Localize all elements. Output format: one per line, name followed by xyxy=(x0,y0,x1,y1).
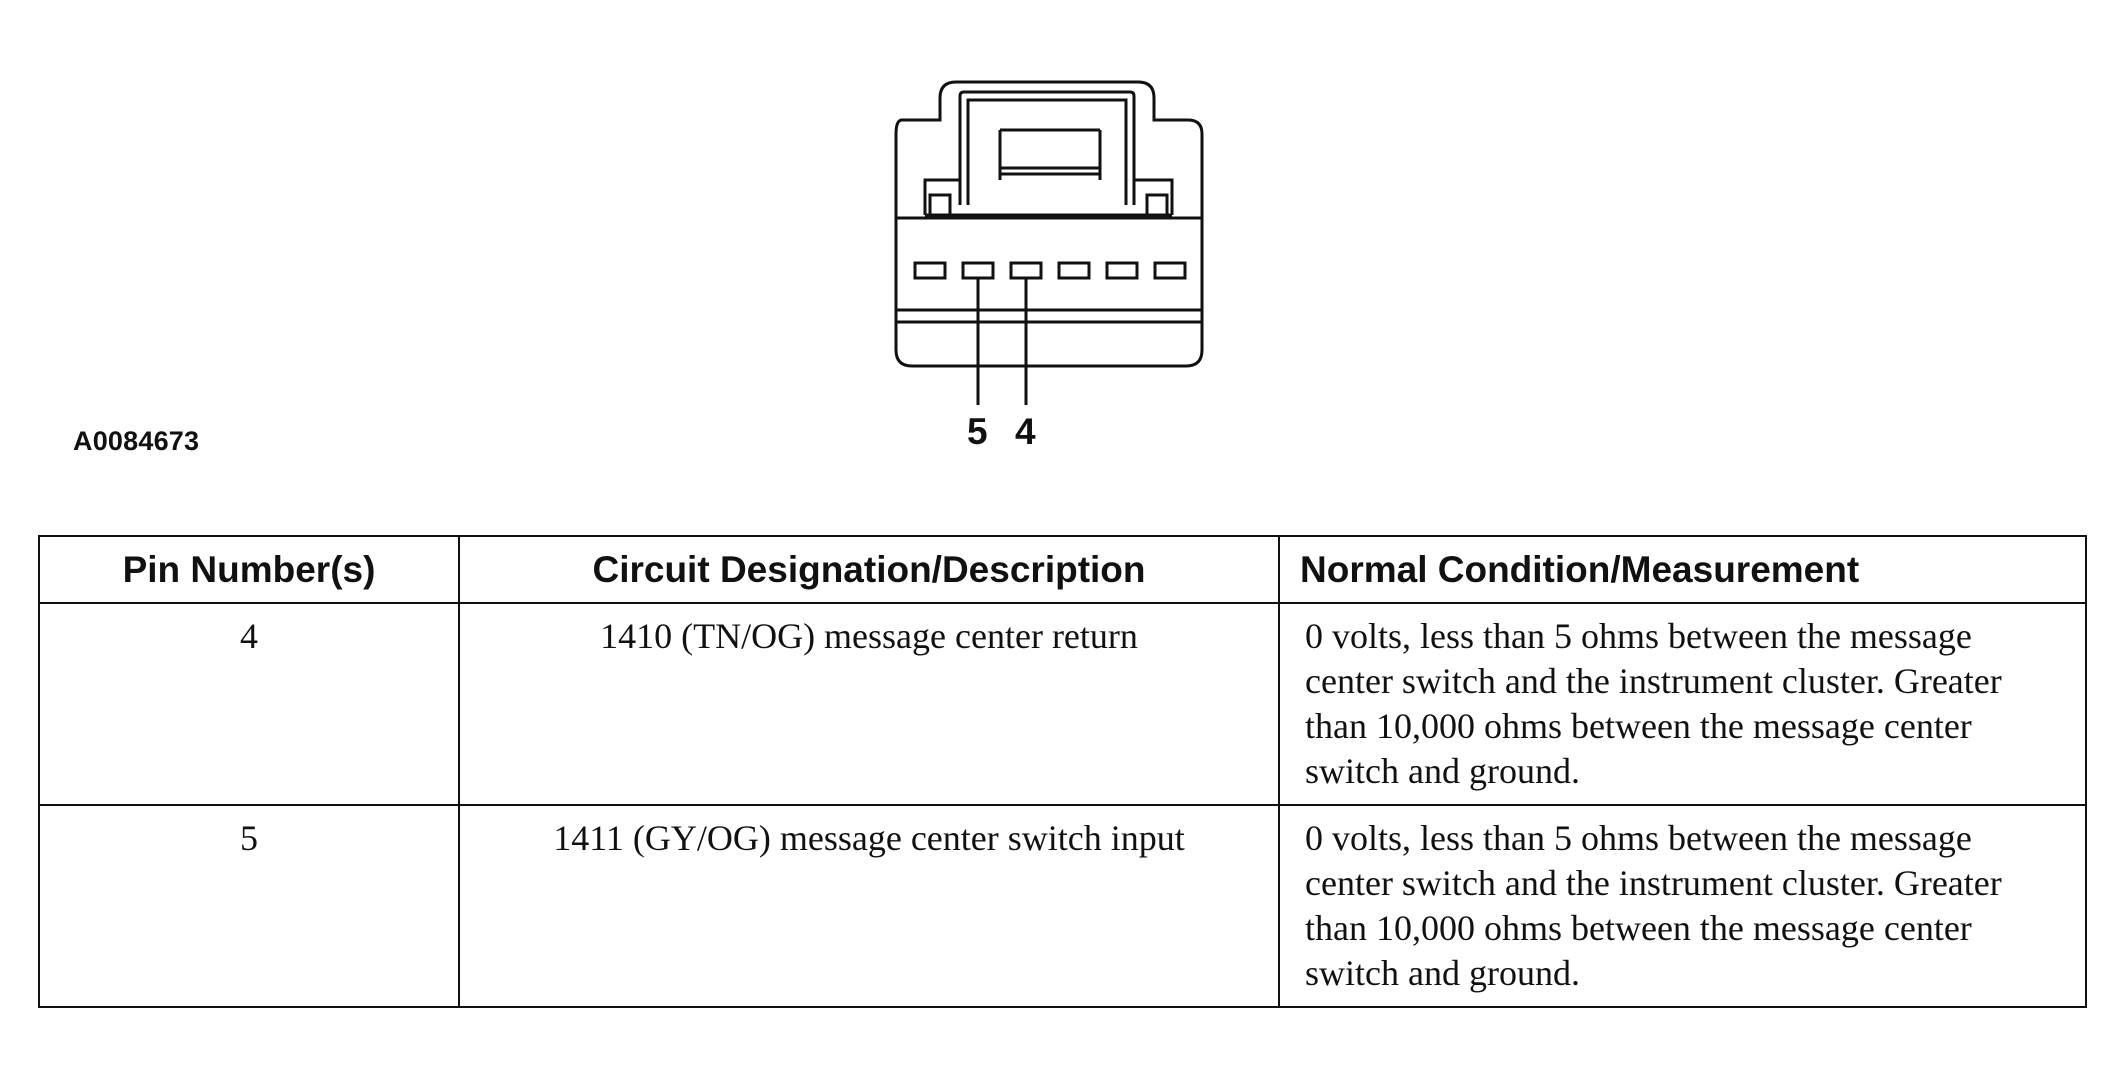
pin-cavity-4 xyxy=(1057,261,1091,280)
cell-circuit: 1411 (GY/OG) message center switch input xyxy=(458,804,1280,1008)
pin-cavity-3 xyxy=(1009,261,1043,280)
pin-cavity-2 xyxy=(961,261,995,280)
cell-normal: 0 volts, less than 5 ohms between the me… xyxy=(1278,602,2087,806)
right-lock-tab xyxy=(1134,178,1174,215)
pin-table: Pin Number(s) Circuit Designation/Descri… xyxy=(38,535,2087,1008)
cell-normal: 0 volts, less than 5 ohms between the me… xyxy=(1278,804,2087,1008)
pin-4-label: 4 xyxy=(1015,411,1036,452)
header-normal-condition: Normal Condition/Measurement xyxy=(1278,535,2087,604)
cell-pin: 5 xyxy=(38,804,460,1008)
connector-body-outline xyxy=(894,80,1204,368)
pin-cavity-6 xyxy=(1153,261,1187,280)
connector-diagram xyxy=(894,80,1204,405)
header-pin-number: Pin Number(s) xyxy=(38,535,460,604)
left-lock-tab xyxy=(923,178,960,215)
cell-circuit: 1410 (TN/OG) message center return xyxy=(458,602,1280,806)
header-circuit-designation: Circuit Designation/Description xyxy=(458,535,1280,604)
table-row: 4 1410 (TN/OG) message center return 0 v… xyxy=(38,602,2087,806)
pin-cavity-5 xyxy=(1105,261,1139,280)
table-header-row: Pin Number(s) Circuit Designation/Descri… xyxy=(38,535,2087,604)
connector-latch-frame xyxy=(958,90,1136,205)
pin-5-label: 5 xyxy=(967,411,988,452)
figure-id-label: A0084673 xyxy=(73,426,200,456)
cell-pin: 4 xyxy=(38,602,460,806)
pin-cavity-1 xyxy=(913,261,947,280)
table-row: 5 1411 (GY/OG) message center switch inp… xyxy=(38,804,2087,1008)
